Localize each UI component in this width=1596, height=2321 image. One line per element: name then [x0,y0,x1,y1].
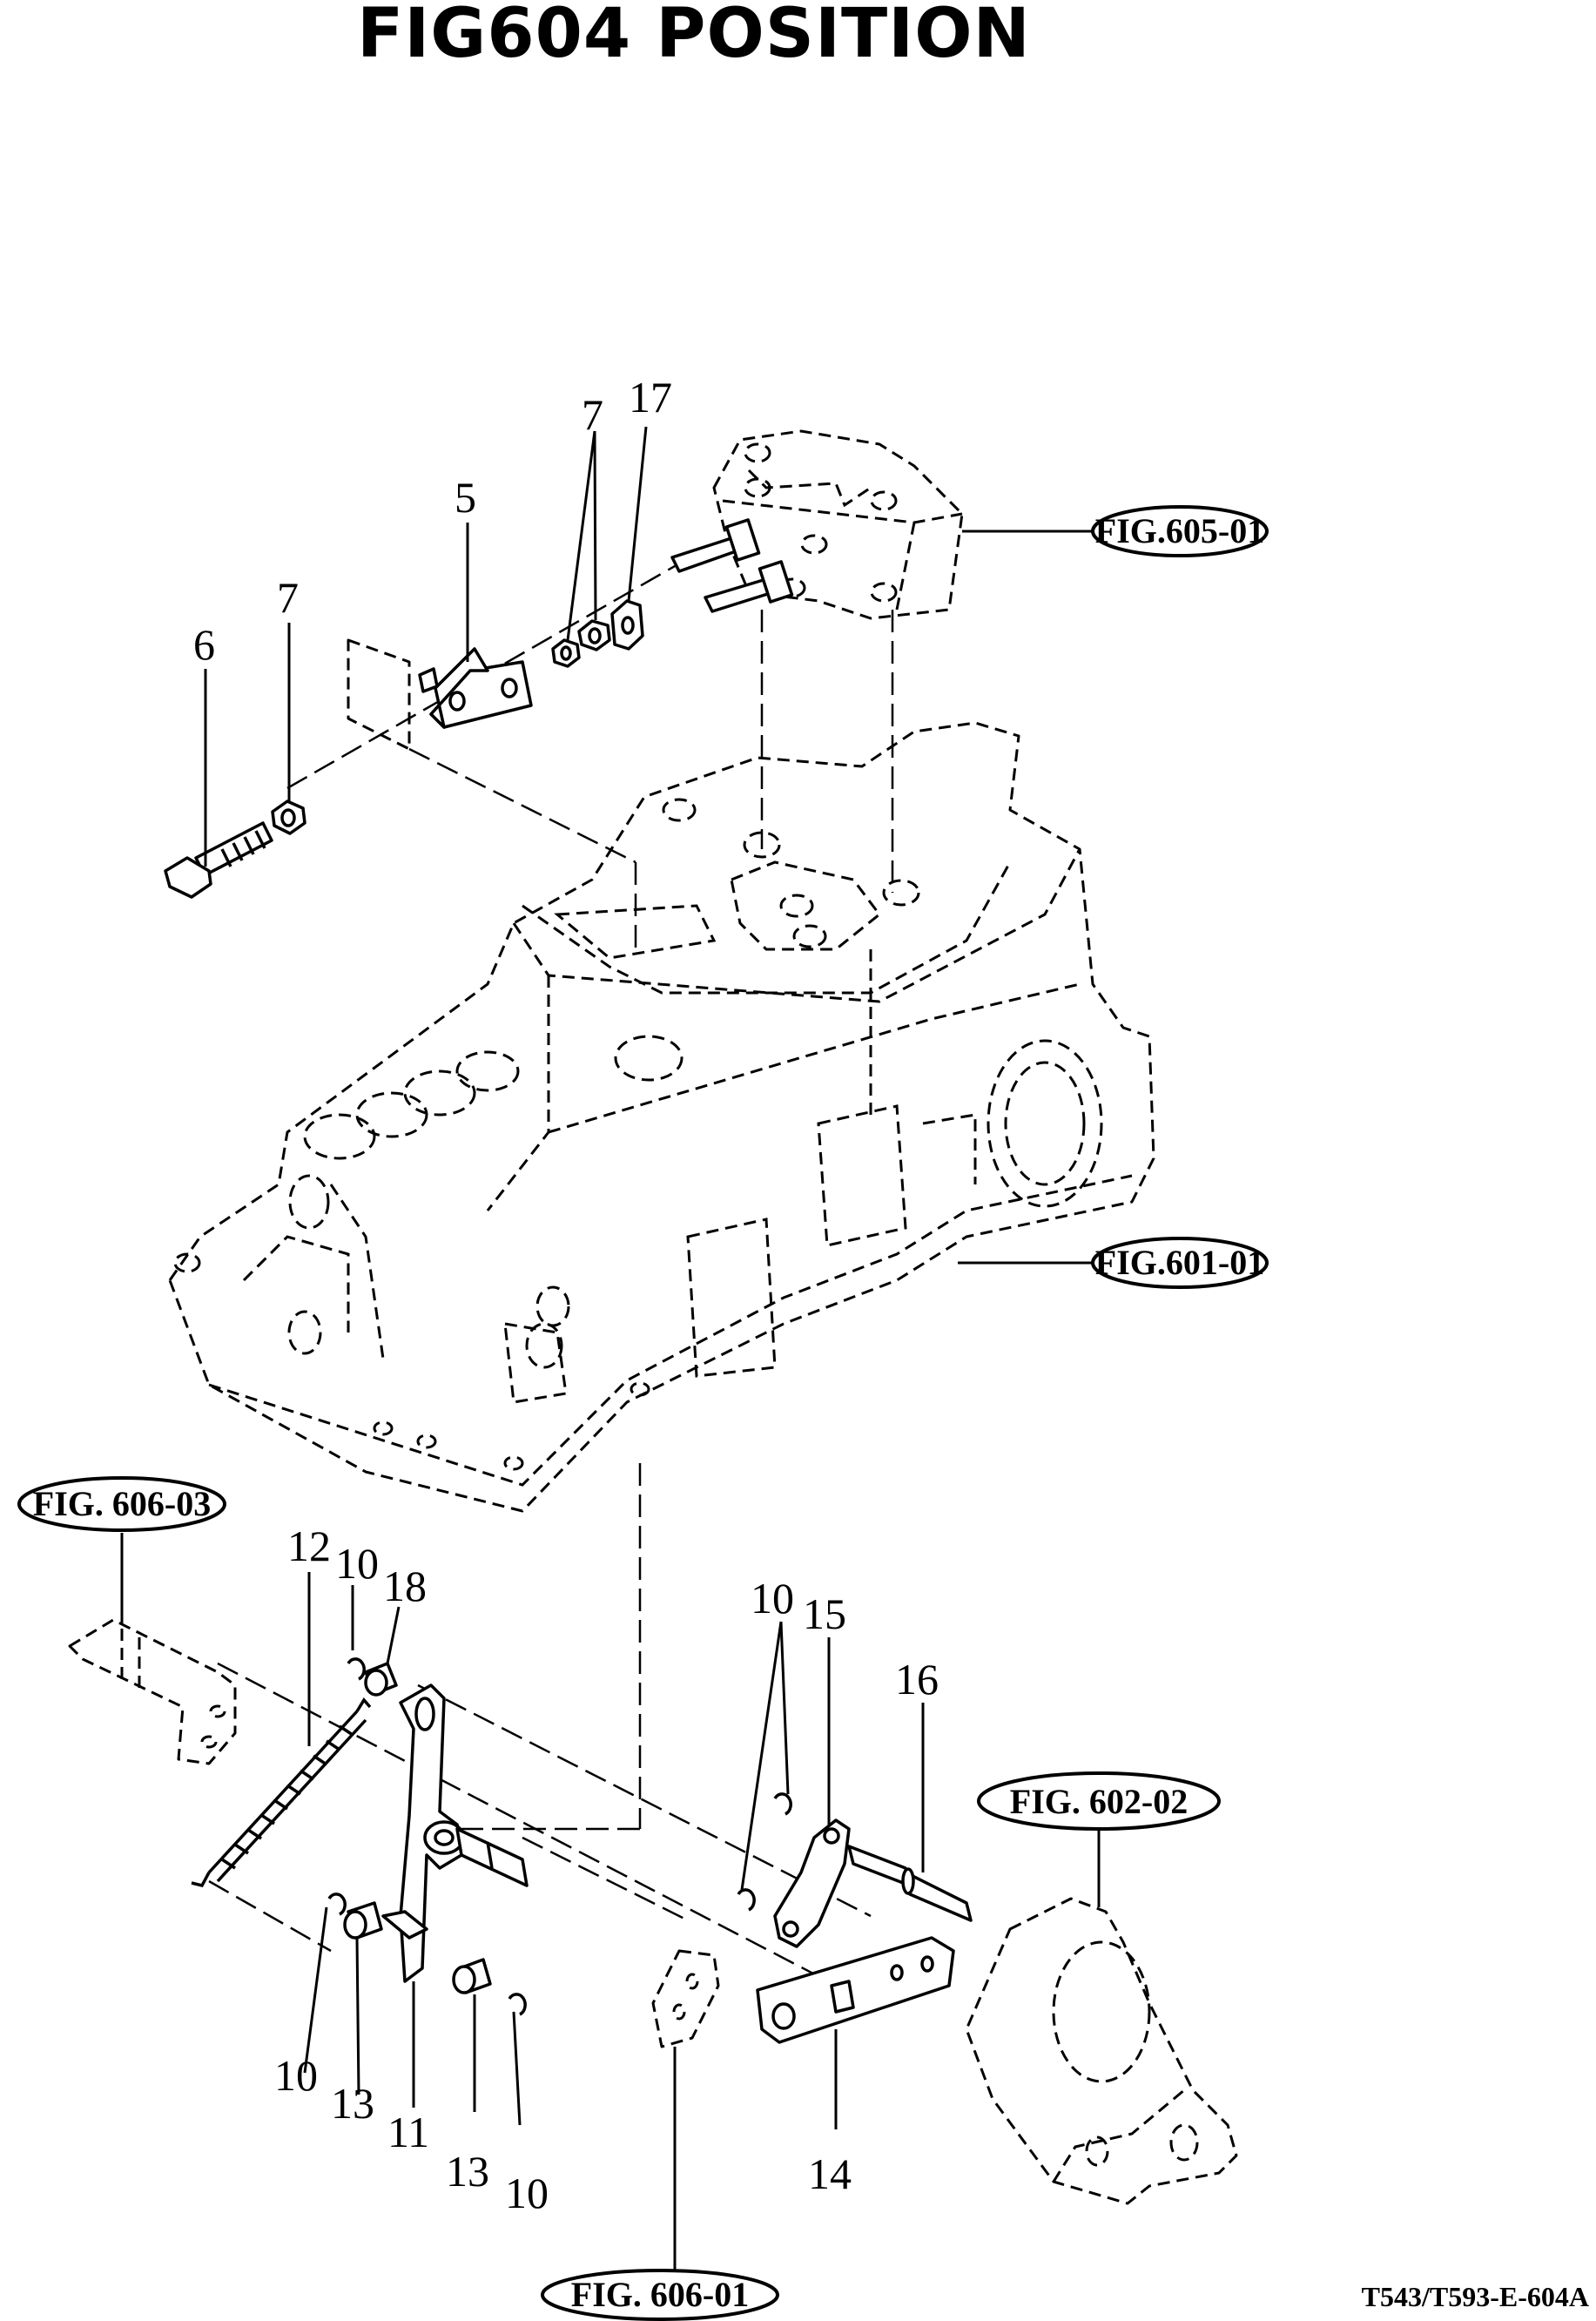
bracket [418,647,533,729]
bracket-plate-phantom [347,638,411,751]
fig-ref-605-01-label: FIG.605-01 [1095,511,1264,550]
callout-6: 6 [193,620,215,669]
clip [327,1657,792,2016]
callout-10-link: 10 [751,1574,794,1623]
callout-12: 12 [287,1521,331,1570]
callout-5: 5 [455,473,476,522]
rod-end-606-03 [68,1618,237,1765]
leader-lines [120,426,1101,2277]
fig-ref-605-01[interactable]: FIG.605-01 [1091,505,1269,557]
fig-ref-606-01-label: FIG. 606-01 [571,2275,749,2314]
plate [756,1936,955,2044]
washer-plate [610,599,644,651]
drawing-code: T543/T593-E-604A [1362,2281,1589,2312]
callout-13-left: 13 [331,2079,374,2128]
callout-17: 17 [629,373,672,422]
fig-ref-606-03[interactable]: FIG. 606-03 [17,1476,226,1532]
callout-18: 18 [383,1562,427,1610]
callout-13-right: 13 [446,2147,489,2196]
pin [847,1845,973,1922]
housing-602-02-phantom [965,1897,1238,2205]
bushing [364,1662,398,1697]
callout-14: 14 [808,2149,852,2198]
fig-ref-601-01[interactable]: FIG.601-01 [1091,1237,1269,1289]
bolt [164,821,273,899]
callout-15: 15 [803,1589,846,1638]
nut-pair [551,619,611,668]
valve-stud [670,518,794,613]
callout-10-right: 10 [505,2169,549,2217]
callout-10-left: 10 [274,2051,318,2100]
bushing-lower [343,1901,492,1994]
fig-ref-602-02[interactable]: FIG. 602-02 [977,1771,1221,1831]
spring [191,1697,372,1888]
fig-ref-606-01[interactable]: FIG. 606-01 [541,2269,779,2321]
callout-7-bolt-nut: 7 [277,573,299,622]
link [773,1818,851,1948]
lever-arm [381,1683,465,1983]
callout-16: 16 [895,1655,939,1704]
callout-numbers: 6 7 5 7 17 12 10 18 10 15 16 10 13 11 13… [193,373,939,2217]
rod-end-606-01 [651,1949,720,2048]
housing-phantom [168,721,1155,1513]
page-title: FIG604 POSITION [357,0,1031,73]
fig-ref-606-03-label: FIG. 606-03 [33,1484,211,1523]
callout-10-top: 10 [335,1539,379,1588]
fig-ref-601-01-label: FIG.601-01 [1095,1243,1264,1282]
callout-11: 11 [387,2108,429,2156]
fig-ref-602-02-label: FIG. 602-02 [1010,1782,1188,1821]
callout-7-nuts: 7 [582,390,603,439]
nut [271,800,306,835]
lever-shaft [455,1827,529,1887]
